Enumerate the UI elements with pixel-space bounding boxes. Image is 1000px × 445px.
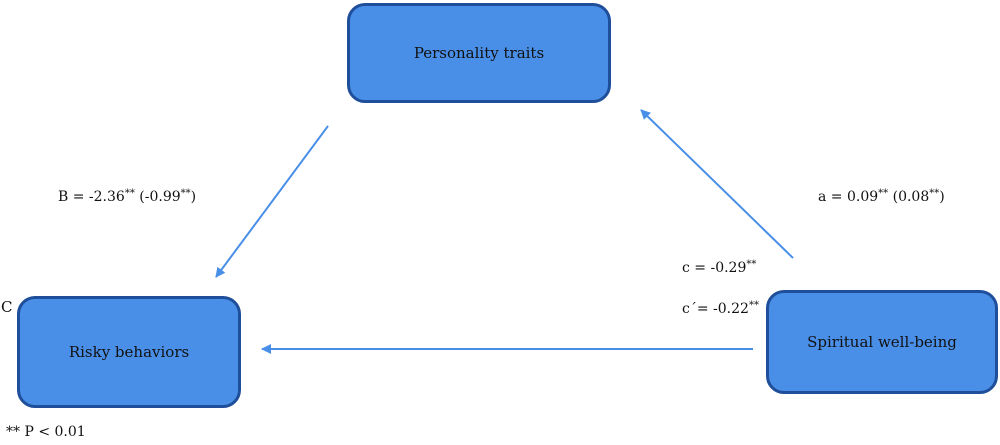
path-c-prime-coefficient: c´= -0.22**	[682, 300, 759, 317]
node-spiritual-well-being-label: Spiritual well-being	[807, 333, 957, 351]
node-spiritual-well-being: Spiritual well-being	[766, 290, 998, 394]
path-b-coefficient: B = -2.36** (-0.99**)	[58, 188, 197, 205]
node-personality-traits-label: Personality traits	[413, 44, 545, 62]
path-c-coefficient: c = -0.29**	[682, 259, 757, 276]
node-risky-behaviors: Risky behaviors	[17, 296, 241, 408]
node-personality-traits: Personality traits	[347, 3, 611, 103]
significance-footnote: ** P < 0.01	[6, 424, 86, 440]
panel-label: C	[1, 298, 13, 316]
arrow-personality-to-risky	[215, 125, 329, 278]
node-risky-behaviors-label: Risky behaviors	[68, 343, 190, 361]
path-a-coefficient: a = 0.09** (0.08**)	[818, 188, 945, 205]
arrow-spiritual-to-personality	[640, 109, 794, 259]
